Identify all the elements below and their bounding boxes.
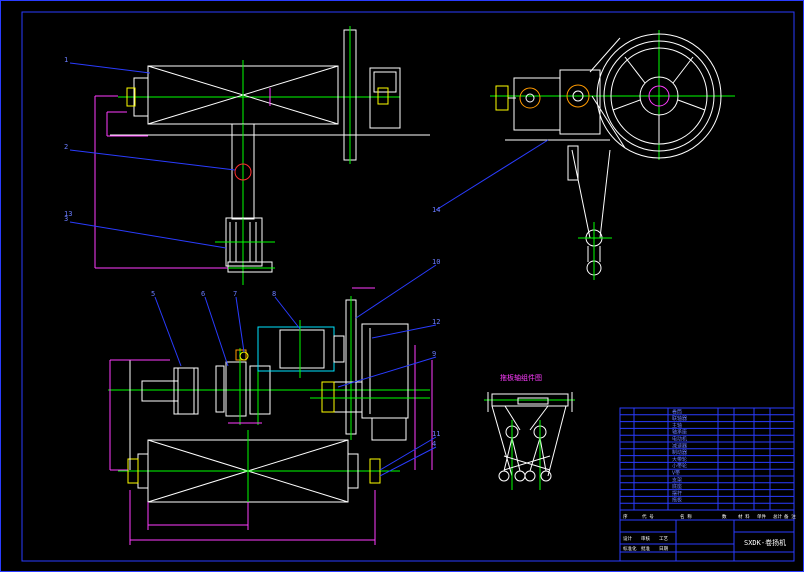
leaders — [69, 62, 549, 477]
detail-caption: 拖板轴组件图 — [500, 373, 542, 382]
title-block-header-cell: 代 号 — [642, 513, 654, 520]
parts-row-name: 摆杆 — [672, 490, 682, 497]
title-block-header-cell: 总计 — [773, 513, 782, 520]
detail-view: 拖板轴组件图 — [484, 373, 575, 490]
callout-6: 6 — [201, 290, 205, 298]
title-block-info-cell: 标准化 — [623, 545, 637, 552]
parts-row-name: 联轴器 — [672, 415, 687, 422]
top-right-view — [490, 30, 735, 280]
bottom-left-view — [108, 287, 433, 545]
inner-frame — [21, 11, 795, 562]
title-block-header-cell: 材 料 — [738, 513, 750, 520]
top-left-view — [94, 26, 430, 285]
callout-10: 10 — [432, 258, 440, 266]
parts-row-name: 轴承座 — [672, 429, 687, 436]
title-block-info-cell: 批准 — [641, 545, 650, 552]
parts-row-name: 减速器 — [672, 442, 687, 449]
title-block-info-cell: 设计 — [623, 535, 632, 542]
callout-3: 3 — [64, 215, 68, 223]
callout-8: 8 — [272, 290, 276, 298]
title-block-name: SXDK-卷扬机 — [744, 538, 786, 547]
parts-row-name: 大带轮 — [672, 456, 687, 463]
callout-11: 11 — [432, 430, 440, 438]
callout-9: 9 — [432, 350, 436, 358]
callout-4: 4 — [432, 440, 436, 448]
title-block-header-cell: 单件 — [757, 513, 766, 520]
callout-7: 7 — [233, 290, 237, 298]
parts-row-name: V带 — [672, 471, 680, 477]
parts-row-name: 拖板 — [672, 497, 682, 504]
title-block-info-cell: 日期 — [659, 546, 668, 552]
title-block-header-cell: 序 — [623, 513, 628, 520]
title-block-header-cell: 名 称 — [680, 513, 692, 520]
parts-row-name: 底座 — [672, 483, 682, 490]
callout-13: 13 — [64, 210, 72, 218]
callout-5: 5 — [151, 290, 155, 298]
parts-row-name: 主轴 — [672, 422, 682, 429]
parts-row-name: 支架 — [672, 476, 682, 483]
title-block-header-cell: 备 注 — [784, 513, 796, 520]
title-block-info-cell: 工艺 — [659, 536, 668, 542]
parts-row-name: 制动器 — [672, 449, 687, 456]
parts-row-name: 电动机 — [672, 436, 687, 443]
callout-1: 1 — [64, 56, 68, 64]
title-block-info-cell: 审核 — [641, 535, 650, 542]
parts-row-name: 小带轮 — [672, 463, 687, 470]
callout-14: 14 — [432, 206, 440, 214]
title-block-header-cell: 数 — [722, 513, 727, 520]
parts-row-name: 卷筒 — [672, 408, 682, 415]
callout-12: 12 — [432, 318, 440, 326]
callout-labels: 1 2 3 13 14 5 6 7 8 10 12 9 11 4 — [64, 56, 440, 448]
callout-2: 2 — [64, 143, 68, 151]
